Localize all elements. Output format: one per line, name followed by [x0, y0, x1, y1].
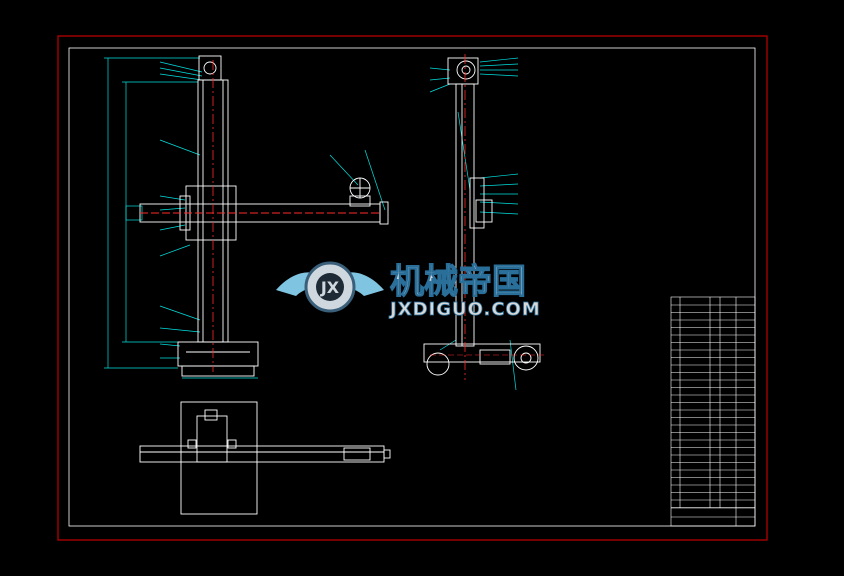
outer-border-frame: [57, 35, 768, 541]
side-view: [423, 54, 545, 391]
watermark: JX 机械帝国 JXDIGUO.COM: [276, 261, 541, 320]
watermark-title: 机械帝国: [390, 262, 526, 302]
plan-view: [139, 401, 391, 515]
parts-list-table: [670, 296, 756, 527]
inner-border-frame: [68, 47, 756, 527]
svg-text:JX: JX: [320, 278, 340, 297]
watermark-subtitle: JXDIGUO.COM: [388, 299, 541, 320]
front-view: [104, 55, 389, 379]
gear-wings-emblem-icon: JX: [276, 261, 384, 313]
